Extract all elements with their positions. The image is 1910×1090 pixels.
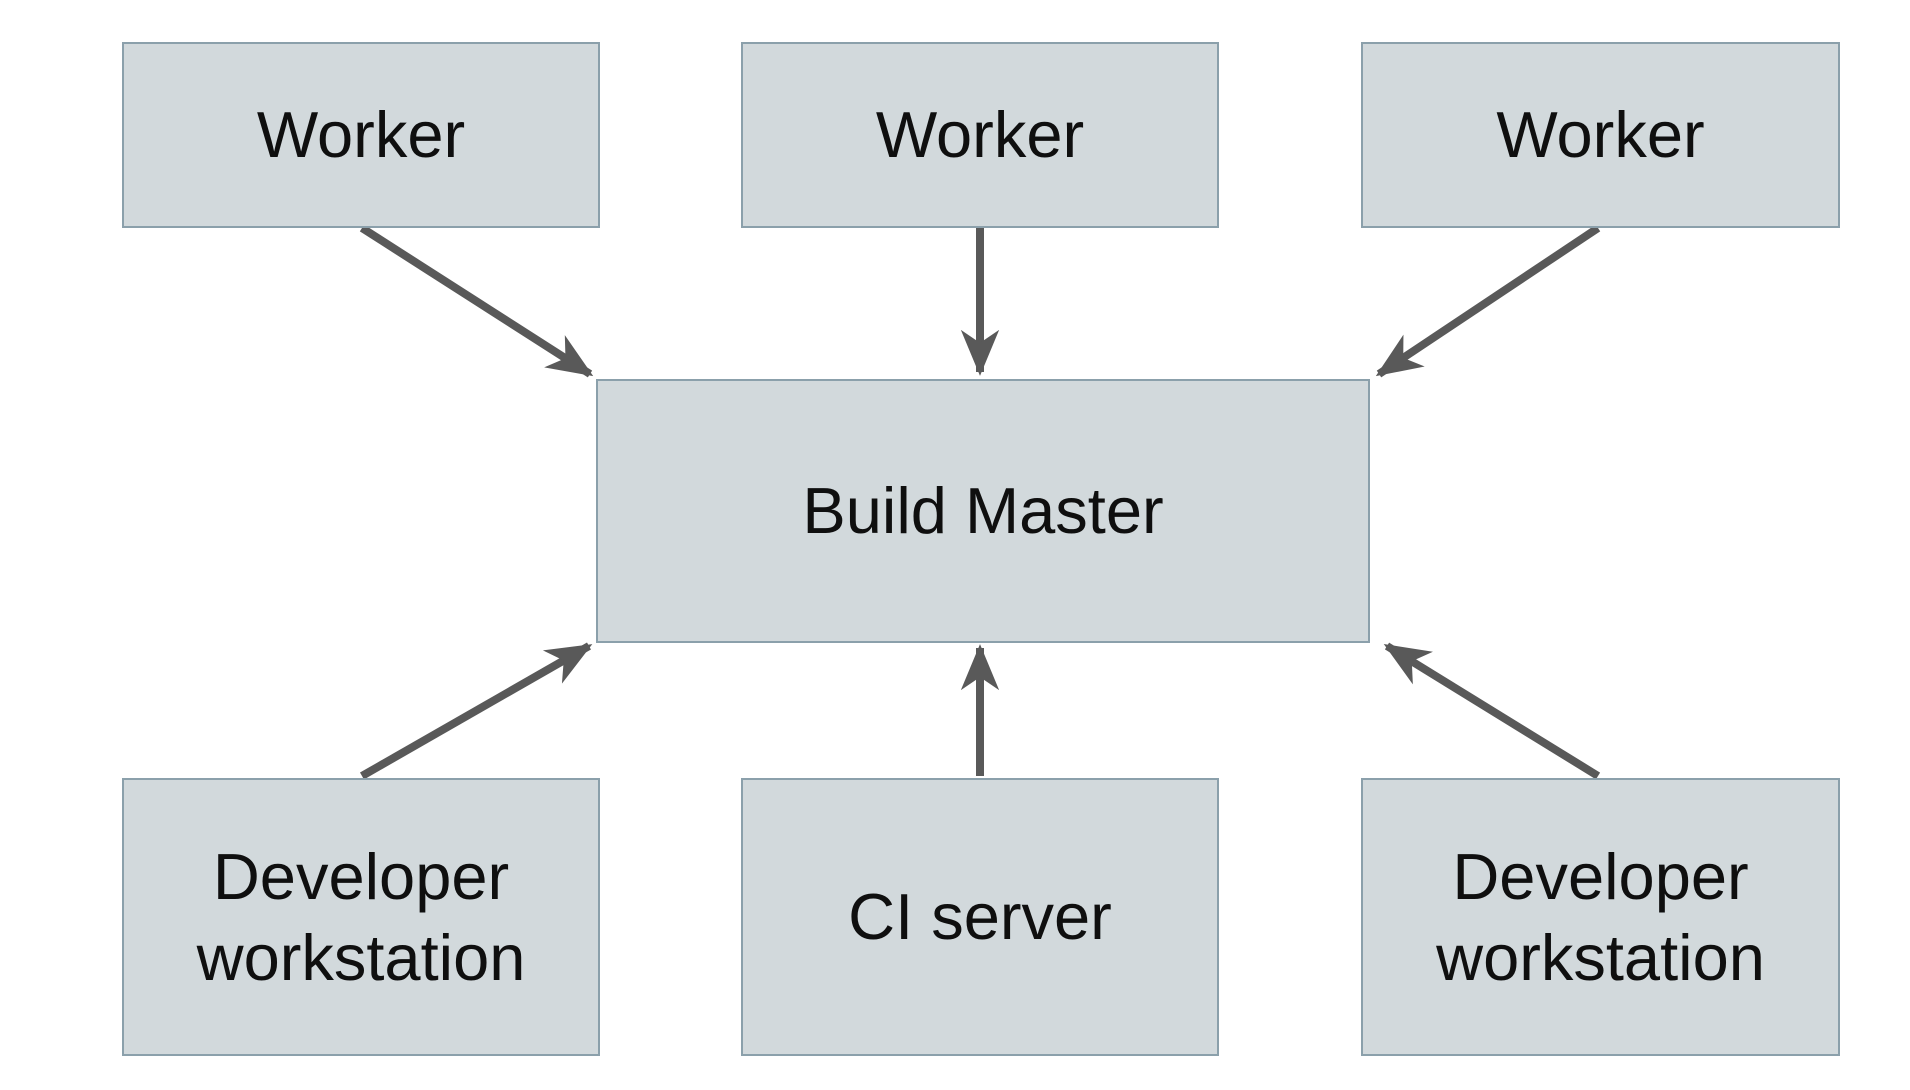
node-worker-2: Worker bbox=[741, 42, 1219, 228]
node-worker-3-label: Worker bbox=[1496, 98, 1705, 172]
arrow-dev-workstation-left-to-build-master bbox=[360, 642, 593, 780]
node-build-master-label: Build Master bbox=[802, 474, 1164, 548]
node-developer-workstation-right-label: Developer workstation bbox=[1436, 839, 1765, 994]
node-ci-server: CI server bbox=[741, 778, 1219, 1056]
arrow-dev-workstation-right-to-build-master bbox=[1383, 642, 1601, 780]
arrow-worker-3-to-build-master bbox=[1375, 224, 1601, 378]
node-worker-1-label: Worker bbox=[256, 98, 466, 172]
node-build-master: Build Master bbox=[596, 379, 1370, 643]
node-developer-workstation-left: Developer workstation bbox=[122, 778, 600, 1056]
node-ci-server-label: CI server bbox=[848, 880, 1112, 954]
arrow-worker-1-to-build-master bbox=[359, 224, 594, 378]
node-developer-workstation-left-label: Developer workstation bbox=[196, 839, 526, 994]
node-worker-2-label: Worker bbox=[875, 98, 1085, 172]
node-developer-workstation-right: Developer workstation bbox=[1361, 778, 1840, 1056]
node-worker-1: Worker bbox=[122, 42, 600, 228]
node-worker-3: Worker bbox=[1361, 42, 1840, 228]
